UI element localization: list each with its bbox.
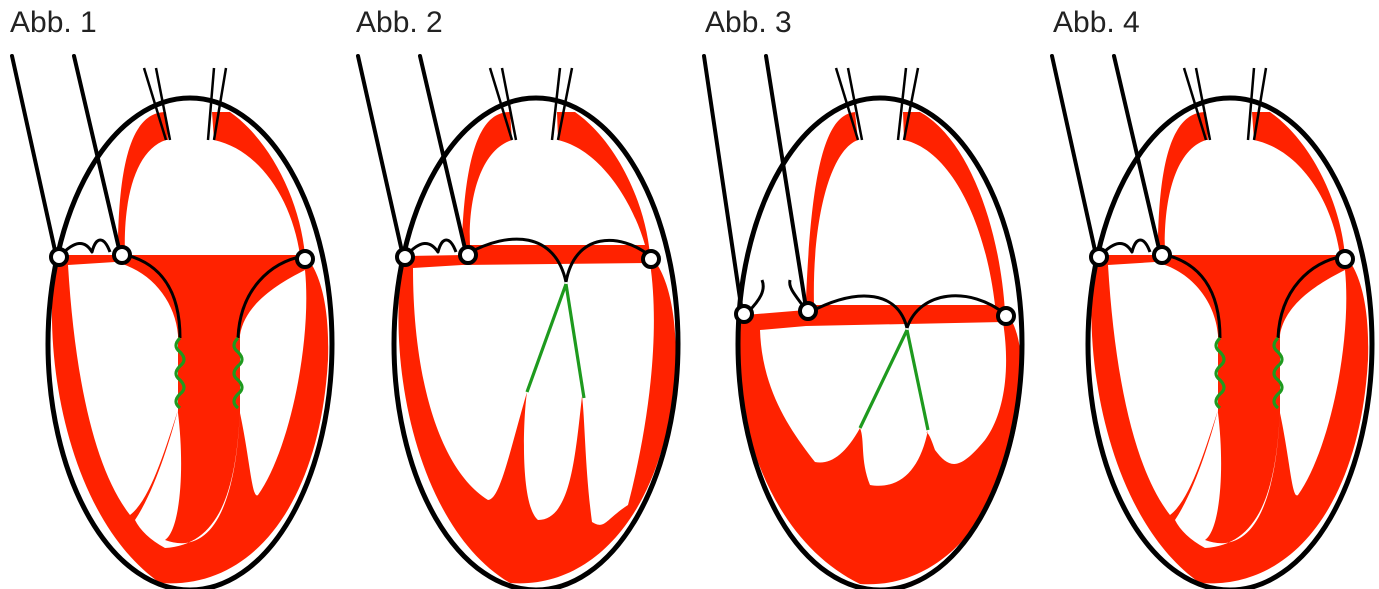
valve-ring-3c <box>998 308 1014 324</box>
heart-figure-1 <box>12 56 332 589</box>
valve-ring-2c <box>643 251 659 267</box>
myocardium-2 <box>398 112 676 583</box>
atrium-wall-left-3 <box>704 56 742 312</box>
valve-ring-3b <box>800 303 816 319</box>
atrium-wall-right-2 <box>420 56 466 253</box>
valve-ring-1b <box>114 247 130 263</box>
atrium-wall-right-4 <box>1114 56 1160 253</box>
atrium-wall-left-1 <box>12 56 56 255</box>
chordae-2b <box>566 284 584 398</box>
heart-figure-4 <box>1052 56 1372 589</box>
chordae-3b <box>907 330 928 430</box>
myocardium-1 <box>52 112 328 583</box>
heart-figure-3 <box>704 56 1022 589</box>
valve-ring-1c <box>297 251 313 267</box>
chordae-3a <box>860 330 907 428</box>
valve-ring-1a <box>51 249 67 265</box>
aorta-line-4 <box>208 68 214 140</box>
valve-ring-2b <box>460 247 476 263</box>
atrium-wall-left-4 <box>1052 56 1096 255</box>
aorta-line-16 <box>1248 68 1254 140</box>
heart-figure-2 <box>358 56 678 589</box>
atrium-wall-right-1 <box>74 56 120 253</box>
valve-ring-4b <box>1154 247 1170 263</box>
heart-wall-2 <box>394 98 678 589</box>
myocardium-3 <box>738 112 1022 584</box>
valve-ring-4a <box>1091 249 1107 265</box>
valve-ring-3a <box>736 306 752 322</box>
valve-ring-4c <box>1337 251 1353 267</box>
valve-ring-2a <box>397 249 413 265</box>
atrium-wall-left-2 <box>358 56 403 256</box>
chordae-2a <box>527 284 566 392</box>
myocardium-4 <box>1091 112 1368 583</box>
